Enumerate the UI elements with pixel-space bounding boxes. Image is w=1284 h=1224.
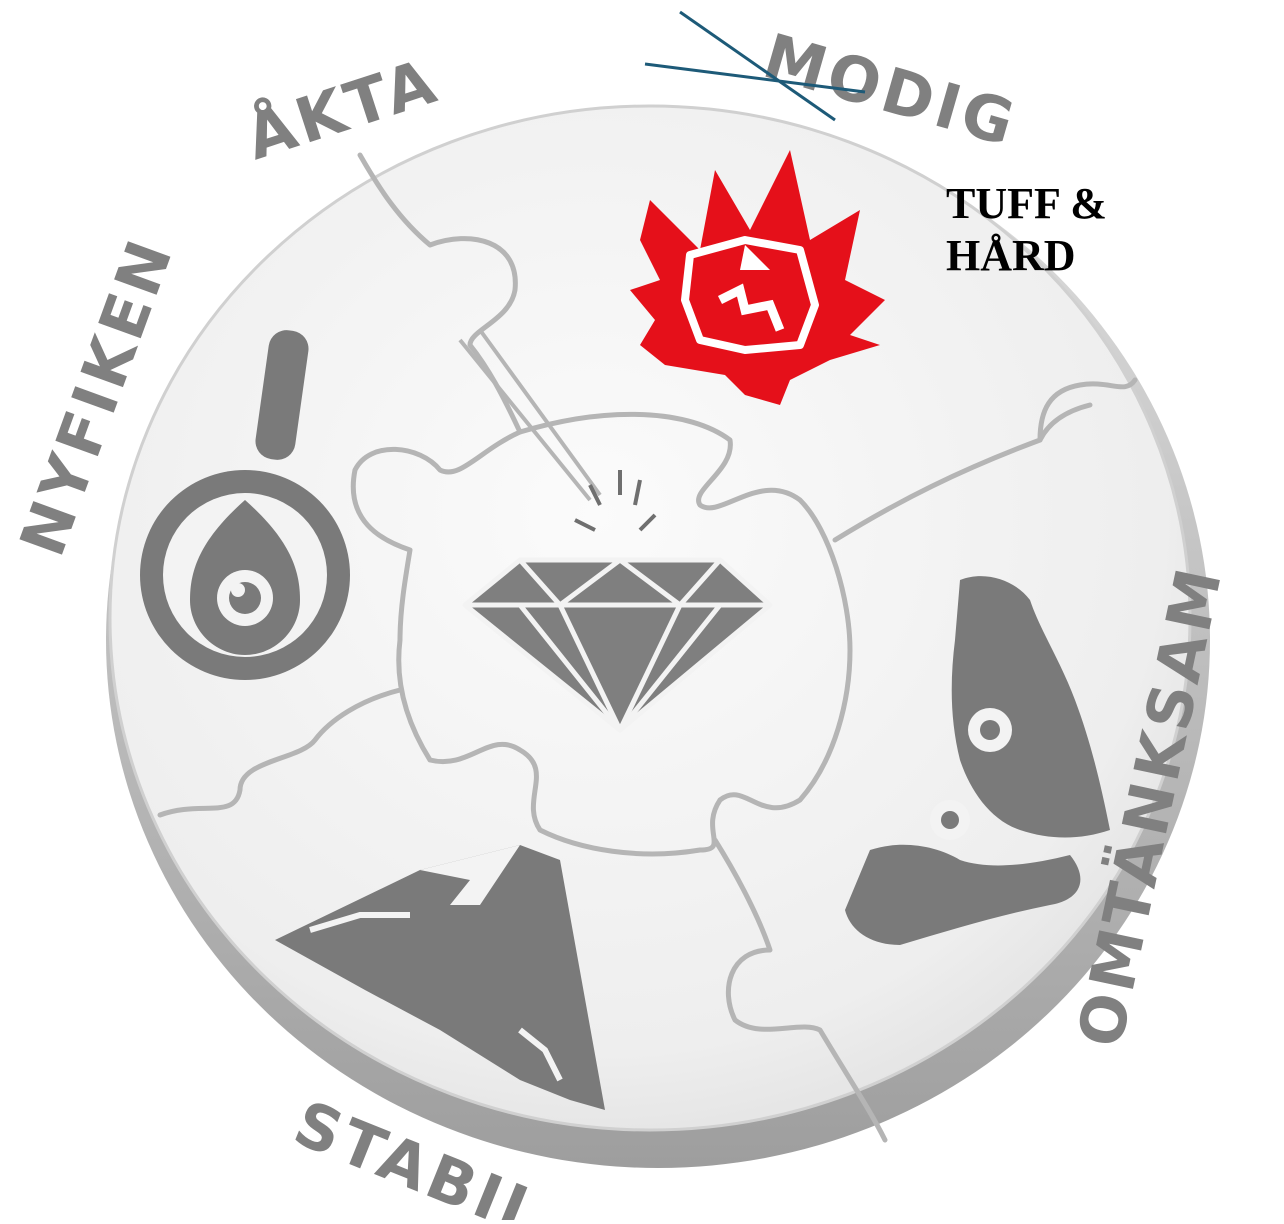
seam-left bbox=[157, 687, 403, 818]
puzzle-seams bbox=[157, 152, 1138, 1143]
spark-lines bbox=[574, 470, 657, 532]
hands-icon bbox=[845, 576, 1110, 945]
center-piece-outline bbox=[350, 411, 853, 857]
seam-top-right bbox=[1037, 402, 1093, 443]
annotation-note: TUFF & HÅRD bbox=[946, 178, 1107, 282]
chisel-line bbox=[458, 328, 602, 502]
seam-top-left bbox=[357, 152, 523, 435]
note-line-1: TUFF & bbox=[946, 179, 1107, 228]
magnifier-icon bbox=[140, 330, 350, 680]
diamond-icon bbox=[462, 557, 773, 733]
seam-right bbox=[832, 377, 1138, 543]
label-akta: ÅKTA bbox=[237, 44, 447, 174]
note-line-2: HÅRD bbox=[946, 231, 1076, 280]
flame-icon bbox=[630, 150, 885, 405]
strike-lines bbox=[644, 10, 866, 122]
seam-bottom bbox=[712, 837, 888, 1143]
mountain-icon bbox=[275, 845, 605, 1110]
